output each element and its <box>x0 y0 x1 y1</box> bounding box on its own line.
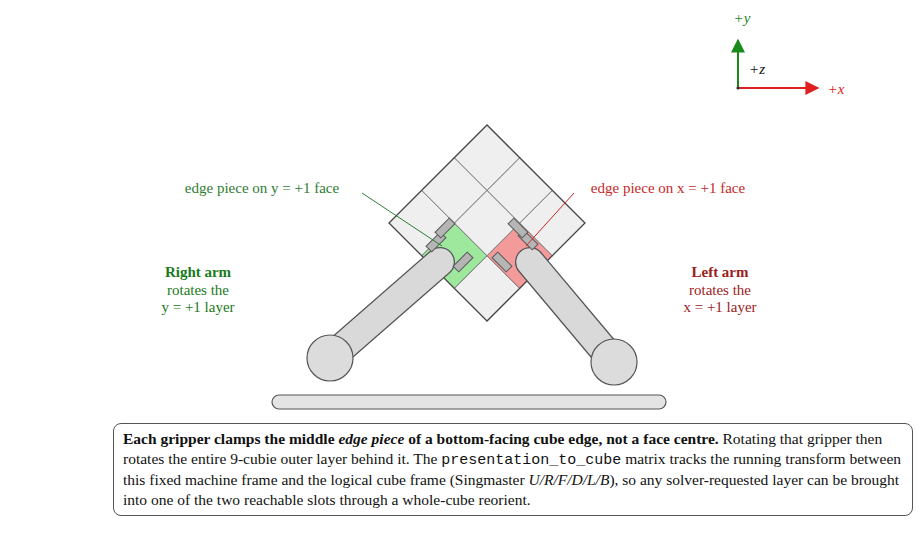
arm-name: Right arm <box>165 264 231 281</box>
axis-label: +y <box>734 10 751 27</box>
gripper-jaws <box>426 218 538 272</box>
arm-name: Left arm <box>691 264 748 281</box>
axis-label: +x <box>828 81 845 98</box>
left-arm <box>530 262 637 385</box>
arm-description: rotates the <box>689 282 751 299</box>
arm-description: x = +1 layer <box>683 299 756 316</box>
code-identifier: presentation_to_cube <box>441 452 621 469</box>
callout-text: edge piece on y = +1 face <box>185 180 339 197</box>
caption-text: edge piece <box>338 430 404 447</box>
right-arm <box>307 262 440 381</box>
caption-box: Each gripper clamps the middle edge piec… <box>113 423 913 516</box>
axis-label: +z <box>749 61 765 78</box>
callout-text: edge piece on x = +1 face <box>591 180 745 197</box>
caption-text: Each gripper clamps the middle <box>123 430 335 447</box>
arm-description: y = +1 layer <box>161 299 234 316</box>
axis-triad <box>736 40 818 90</box>
leader-line <box>526 193 574 246</box>
leader-line <box>362 193 442 246</box>
arm-description: rotates the <box>167 282 229 299</box>
cubie <box>454 125 519 190</box>
base-platform <box>272 395 666 409</box>
caption-text: of a bottom-facing cube edge, not a face… <box>408 430 719 447</box>
caption-text: U/R/F/D/L/B <box>528 471 609 488</box>
